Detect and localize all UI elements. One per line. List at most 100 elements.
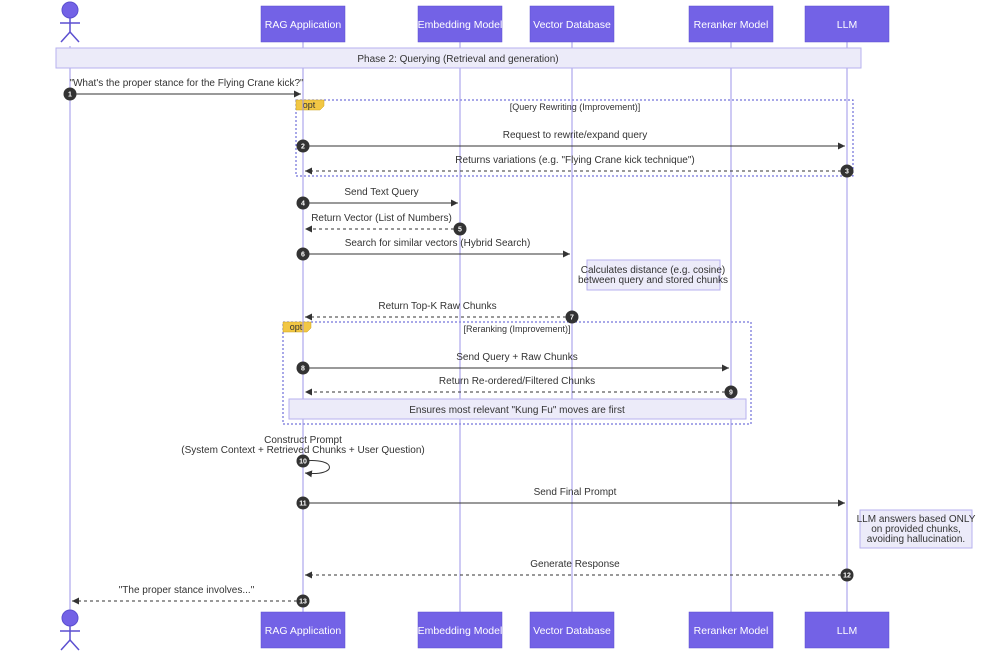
sequence-number: 12 <box>843 573 851 580</box>
message-label-10-1: Construct Prompt <box>264 435 342 446</box>
opt-block-2 <box>282 321 752 425</box>
vdb-note-line-1: Calculates distance (e.g. cosine) <box>581 265 726 276</box>
phase-note <box>55 47 862 69</box>
sequence-number: 6 <box>301 252 305 259</box>
sequence-badge <box>840 568 854 582</box>
participant-box-emb-top <box>417 5 503 43</box>
sequence-badge <box>296 454 310 468</box>
sequence-badge <box>453 222 467 236</box>
rerank-note-line-1: Ensures most relevant "Kung Fu" moves ar… <box>409 405 625 416</box>
sequence-number: 1 <box>68 92 72 99</box>
sequence-badge <box>565 310 579 324</box>
message-7: Return Top-K Raw Chunks 7 <box>305 301 579 324</box>
participant-box-rerank-bottom <box>688 611 774 649</box>
opt-tag-label-1: opt <box>303 100 316 110</box>
message-1: "What's the proper stance for the Flying… <box>63 78 304 101</box>
message-12: Generate Response 12 <box>305 559 854 582</box>
message-label-12: Generate Response <box>530 559 620 570</box>
phase-note-text: Phase 2: Querying (Retrieval and generat… <box>357 54 558 65</box>
message-13: "The proper stance involves..." 13 <box>72 585 310 608</box>
participant-label-emb-bottom: Embedding Model <box>418 625 503 637</box>
participant-label-llm-bottom: LLM <box>837 625 857 637</box>
message-label-4: Send Text Query <box>344 187 418 198</box>
participant-label-llm-top: LLM <box>837 19 857 31</box>
opt-tag-label-2: opt <box>290 322 303 332</box>
message-label-13: "The proper stance involves..." <box>119 585 255 596</box>
sequence-number: 4 <box>301 201 305 208</box>
participant-box-llm-bottom <box>804 611 890 649</box>
sequence-badge <box>840 164 854 178</box>
llm-note-line-1: LLM answers based ONLY <box>857 514 976 525</box>
message-label-11: Send Final Prompt <box>534 487 617 498</box>
sequence-number: 10 <box>299 459 307 466</box>
sequence-number: 11 <box>299 501 307 508</box>
sequence-number: 9 <box>729 390 733 397</box>
sequence-badge <box>63 87 77 101</box>
participant-label-rerank-top: Reranker Model <box>694 19 769 31</box>
llm-note <box>859 509 973 549</box>
message-label-1: "What's the proper stance for the Flying… <box>69 78 304 89</box>
sequence-number: 3 <box>845 169 849 176</box>
message-3: Returns variations (e.g. "Flying Crane k… <box>305 155 854 178</box>
opt-tag-2 <box>282 321 312 333</box>
message-label-5: Return Vector (List of Numbers) <box>311 213 452 224</box>
actor-head <box>61 1 79 19</box>
opt-title-1: [Query Rewriting (Improvement)] <box>510 102 641 112</box>
participant-box-vdb-bottom <box>529 611 615 649</box>
sequence-number: 13 <box>299 599 307 606</box>
message-label-3: Returns variations (e.g. "Flying Crane k… <box>455 155 694 166</box>
message-10: Construct Prompt(System Context + Retrie… <box>181 435 425 478</box>
participant-box-llm-top <box>804 5 890 43</box>
participant-label-rag-top: RAG Application <box>265 19 342 31</box>
message-4: Send Text Query 4 <box>296 187 458 210</box>
sequence-number: 2 <box>301 144 305 151</box>
sequence-number: 7 <box>570 315 574 322</box>
participant-label-vdb-bottom: Vector Database <box>533 625 611 637</box>
sequence-badge <box>296 247 310 261</box>
message-label-6: Search for similar vectors (Hybrid Searc… <box>345 238 531 249</box>
self-call-arrow <box>302 459 330 478</box>
actor-head <box>61 609 79 627</box>
participant-box-rerank-top <box>688 5 774 43</box>
participant-label-rerank-bottom: Reranker Model <box>694 625 769 637</box>
llm-note-line-2: on provided chunks, <box>871 524 961 535</box>
message-label-8: Send Query + Raw Chunks <box>456 352 577 363</box>
sequence-number: 8 <box>301 366 305 373</box>
sequence-badge <box>296 496 310 510</box>
opt-block-1 <box>295 99 854 177</box>
participant-box-emb-bottom <box>417 611 503 649</box>
sequence-badge <box>724 385 738 399</box>
message-label-7: Return Top-K Raw Chunks <box>378 301 496 312</box>
participant-box-rag-bottom <box>260 611 346 649</box>
sequence-number: 5 <box>458 227 462 234</box>
message-8: Send Query + Raw Chunks 8 <box>296 352 729 375</box>
actor-icon-bottom <box>60 609 80 651</box>
sequence-badge <box>296 361 310 375</box>
message-6: Search for similar vectors (Hybrid Searc… <box>296 238 570 261</box>
vdb-note <box>586 259 721 291</box>
rerank-note <box>288 398 747 420</box>
llm-note-line-3: avoiding hallucination. <box>867 534 965 545</box>
message-2: Request to rewrite/expand query 2 <box>296 130 845 153</box>
message-5: Return Vector (List of Numbers) 5 <box>305 213 467 236</box>
sequence-badge <box>296 139 310 153</box>
actor-leg-right <box>69 31 80 43</box>
actor-leg-left <box>60 639 71 651</box>
message-11: Send Final Prompt 11 <box>296 487 845 510</box>
actor-leg-left <box>60 31 71 43</box>
sequence-badge <box>296 196 310 210</box>
participant-box-vdb-top <box>529 5 615 43</box>
vdb-note-line-2: between query and stored chunks <box>578 275 728 286</box>
message-label-2: Request to rewrite/expand query <box>503 130 648 141</box>
sequence-badge <box>296 594 310 608</box>
participant-label-vdb-top: Vector Database <box>533 19 611 31</box>
message-label-10-2: (System Context + Retrieved Chunks + Use… <box>181 445 424 456</box>
participant-label-rag-bottom: RAG Application <box>265 625 342 637</box>
opt-title-2: [Reranking (Improvement)] <box>463 324 570 334</box>
actor-leg-right <box>69 639 80 651</box>
actor-icon-top <box>60 1 80 43</box>
participant-label-emb-top: Embedding Model <box>418 19 503 31</box>
participant-box-rag-top <box>260 5 346 43</box>
